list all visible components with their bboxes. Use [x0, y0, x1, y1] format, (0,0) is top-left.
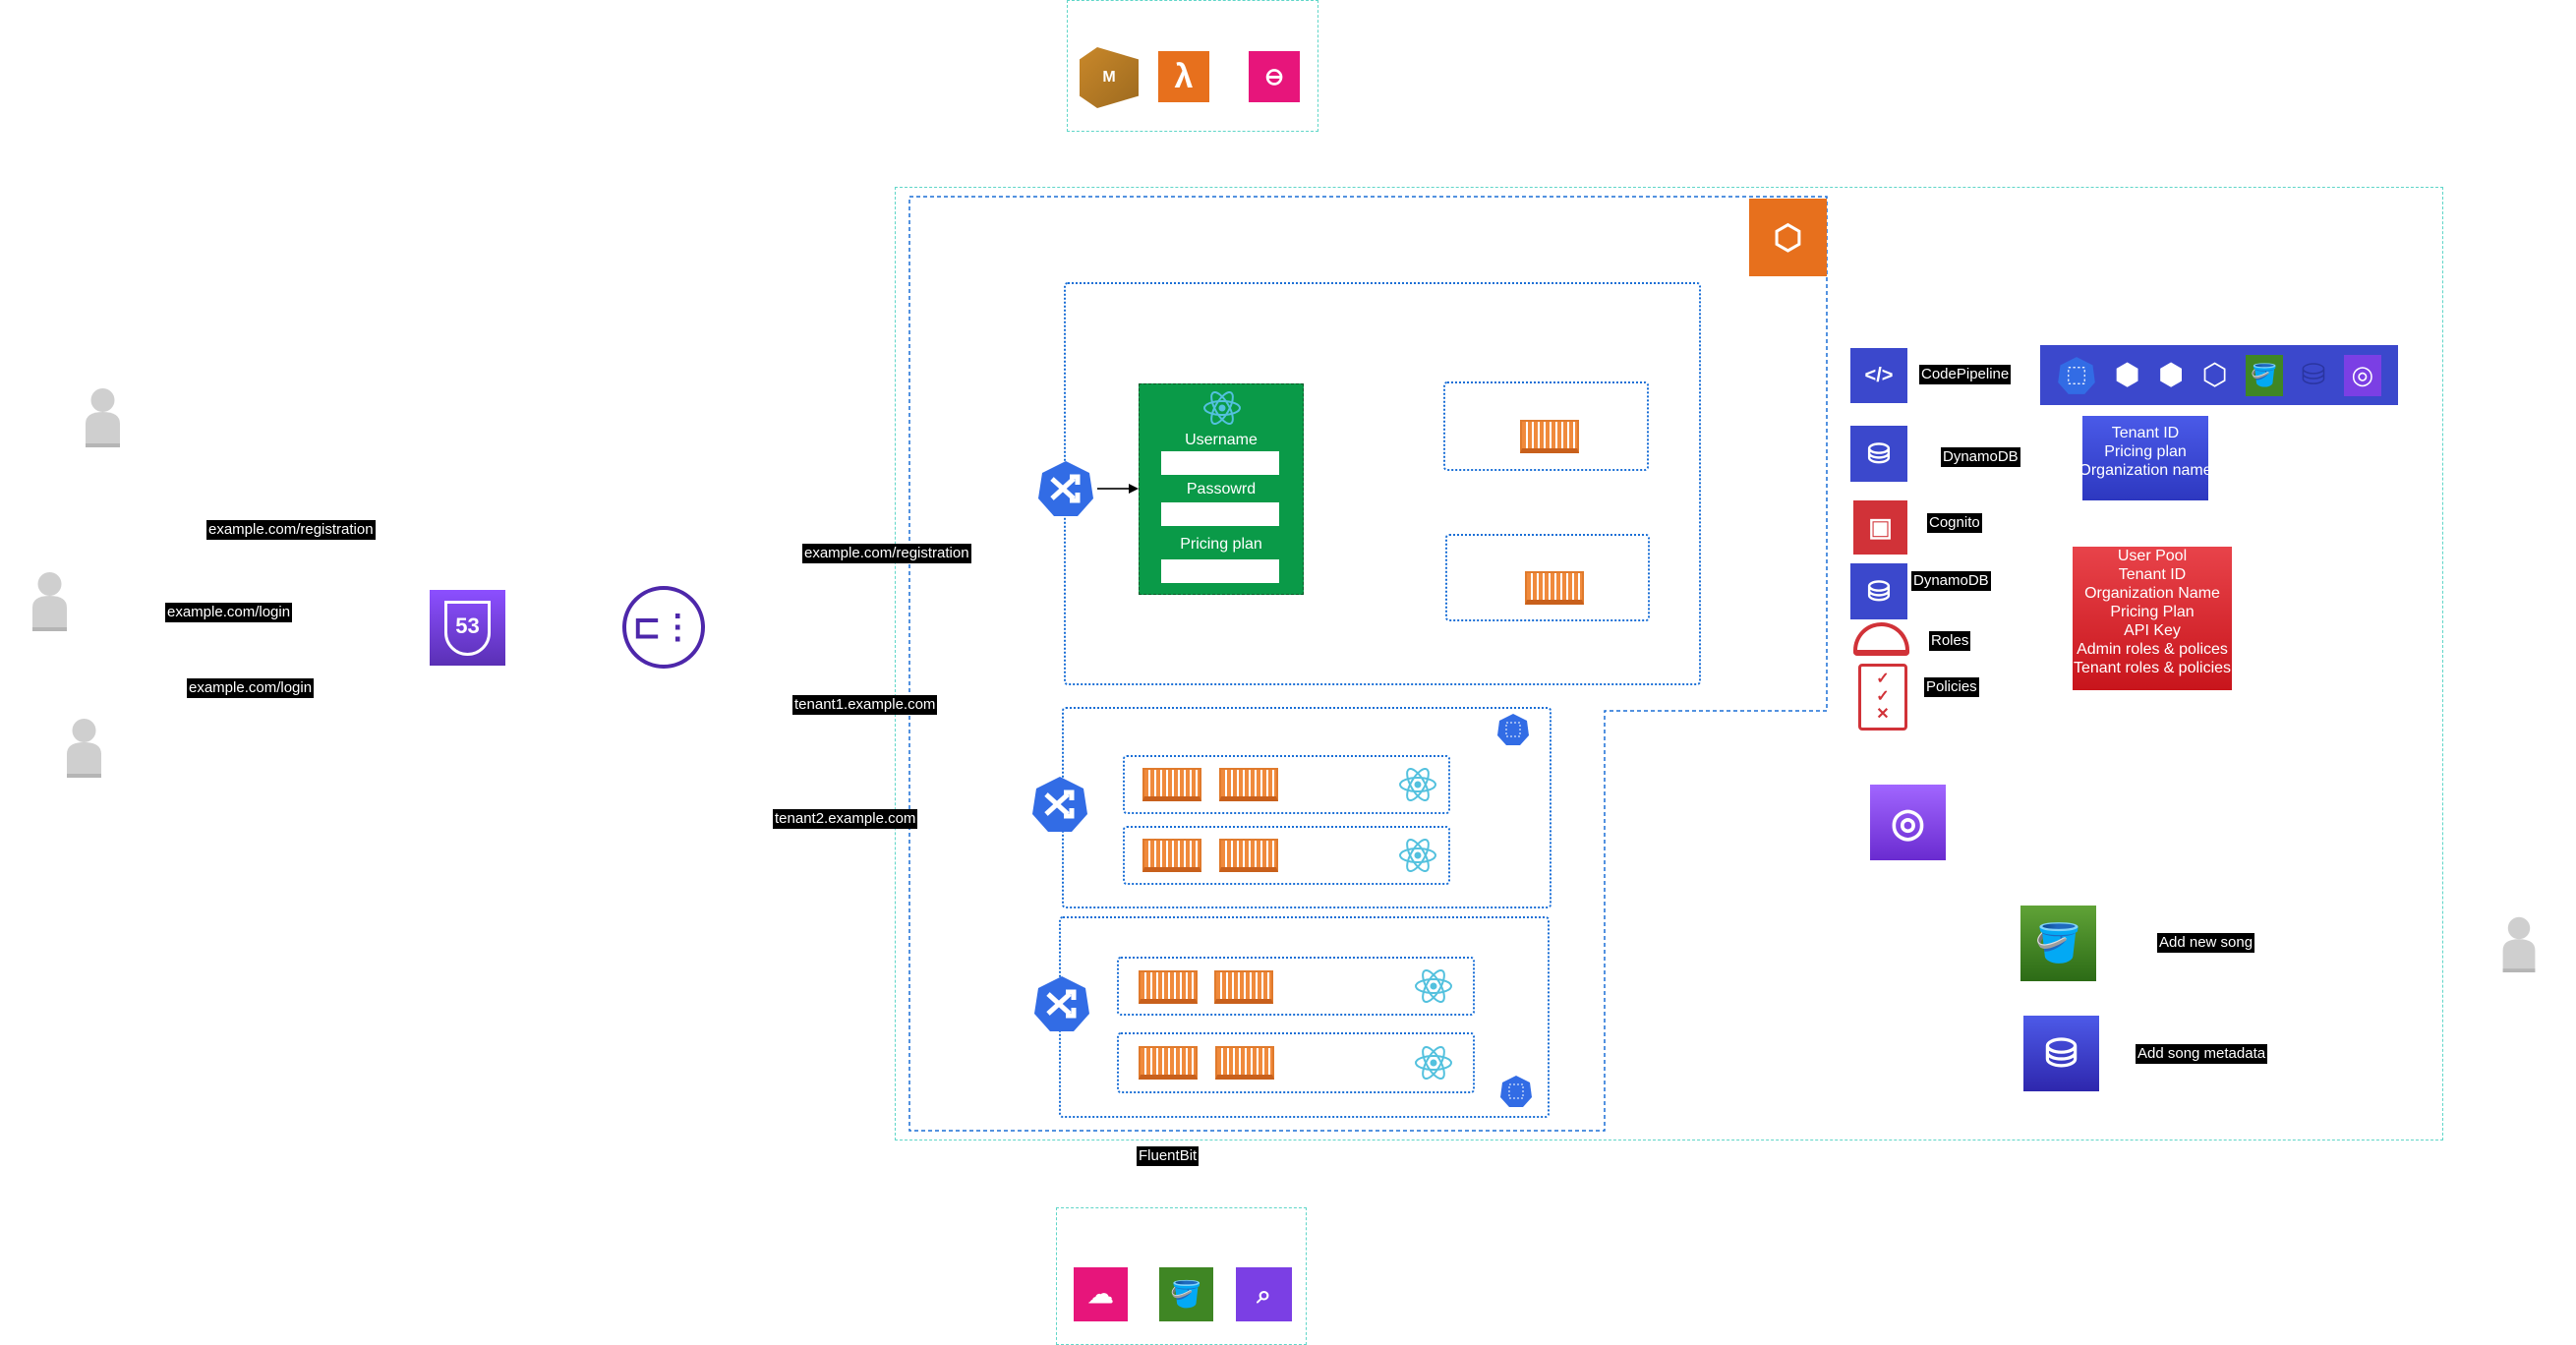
tenant2-lb-icon [1032, 974, 1091, 1033]
service-icon: ⬢ [2157, 359, 2185, 391]
pod-row [1123, 755, 1450, 814]
service-label: Roles [1929, 631, 1971, 651]
user-icon [2497, 911, 2541, 974]
react-icon [1398, 836, 1437, 875]
cognito-icon: ▣ [1853, 500, 1907, 555]
edge-label: example.com/login [187, 678, 315, 698]
container-icon [1214, 970, 1273, 1004]
eks-icon: ⬡ [1749, 199, 1827, 276]
node-icon [1496, 713, 1530, 746]
cloudfront-icon: ◎ [2343, 354, 2381, 396]
pool-field: Tenant roles & policies [2073, 660, 2232, 676]
s3-icon: 🪣 [2246, 354, 2284, 396]
react-icon [1414, 1043, 1453, 1082]
react-icon [1398, 765, 1437, 804]
elb-icon: ⊏⋮ [622, 586, 705, 669]
pricing-field[interactable] [1161, 559, 1279, 583]
user-icon [80, 384, 126, 447]
dynamodb-icon: ⛁ [2023, 1016, 2099, 1091]
step-functions-icon: ⊖ [1249, 51, 1300, 102]
tenant1-lb-icon [1030, 775, 1089, 834]
container-icon [1219, 839, 1278, 872]
node-icon [2057, 356, 2096, 395]
service-label: DynamoDB [1911, 571, 1991, 591]
container-icon [1219, 768, 1278, 801]
service-label: DynamoDB [1941, 447, 2020, 467]
edge-label: example.com/registration [206, 520, 376, 540]
dynamodb-icon: ⛁ [2301, 359, 2326, 391]
pool-field: Organization Name [2084, 585, 2220, 602]
iam-policy-icon: ✓✓✕ [1858, 664, 1907, 731]
react-icon [1202, 388, 1242, 428]
container-icon [1139, 970, 1198, 1004]
username-field[interactable] [1161, 451, 1279, 475]
pod-row [1117, 957, 1475, 1016]
lambda-icon: λ [1158, 51, 1209, 102]
password-label: Passowrd [1186, 481, 1257, 497]
service-label: Cognito [1927, 513, 1982, 533]
service-box [1445, 534, 1650, 621]
container-icon [1520, 420, 1579, 453]
s3-bucket-icon: 🪣 [2020, 906, 2096, 981]
ec2-icon: M [1080, 47, 1139, 108]
pod-icon: ⬢ [2114, 359, 2140, 391]
service-box [1443, 381, 1649, 471]
edge-label: tenant2.example.com [773, 809, 918, 829]
pod-row [1123, 826, 1450, 885]
pool-field: Tenant ID [2118, 566, 2187, 583]
tenant-record-box: Tenant ID Pricing plan Organization name [2078, 416, 2212, 500]
container-icon [1142, 839, 1201, 872]
container-icon [1139, 1046, 1198, 1080]
user-icon [27, 568, 73, 631]
provisioned-resources-banner: ⬢ ⬢ ⬡ 🪣 ⛁ ◎ [2040, 345, 2398, 405]
cloudwatch-icon: ☁ [1074, 1267, 1128, 1321]
cloudfront-icon: ◎ [1870, 785, 1946, 860]
s3-bucket-icon: 🪣 [1159, 1267, 1213, 1321]
route53-label: 53 [444, 600, 491, 656]
tenant-field: Tenant ID [2111, 425, 2180, 441]
edge-label: FluentBit [1137, 1146, 1200, 1166]
container-icon [1525, 571, 1584, 605]
pool-field: Pricing Plan [2110, 604, 2195, 620]
dynamodb-icon: ⛁ [1850, 563, 1907, 619]
container-icon [1142, 768, 1201, 801]
user-pool-box: User Pool Tenant ID Organization Name Pr… [2073, 547, 2232, 690]
dynamodb-icon: ⛁ [1850, 426, 1907, 482]
registration-form: Username Passowrd Pricing plan [1139, 383, 1304, 595]
ingress-lb-icon [1036, 459, 1095, 518]
password-field[interactable] [1161, 502, 1279, 526]
user-icon [61, 715, 107, 778]
route53-icon: 53 [430, 590, 505, 666]
secret-icon: ⬡ [2201, 359, 2228, 391]
pool-field: User Pool [2117, 548, 2188, 564]
node-icon [1499, 1075, 1533, 1108]
compute-services-group [1067, 0, 1318, 132]
service-label: Policies [1924, 677, 1979, 697]
container-icon [1215, 1046, 1274, 1080]
opensearch-icon: ⌕ [1236, 1267, 1292, 1321]
pool-field: Admin roles & polices [2077, 641, 2228, 658]
action-label: Add new song [2157, 933, 2255, 953]
tenant-field: Pricing plan [2104, 443, 2187, 460]
tenant-field: Organization name [2078, 462, 2212, 479]
react-icon [1414, 966, 1453, 1006]
pool-field: API Key [2124, 622, 2181, 639]
aws-cloud-boundary [895, 187, 2443, 1140]
edge-label: example.com/registration [802, 544, 971, 563]
pod-row [1117, 1032, 1475, 1093]
edge-label: tenant1.example.com [792, 695, 938, 715]
service-label: CodePipeline [1919, 365, 2012, 384]
codepipeline-icon: </> [1850, 348, 1907, 403]
action-label: Add song metadata [2136, 1044, 2268, 1064]
username-label: Username [1185, 432, 1258, 448]
edge-label: example.com/login [165, 603, 293, 622]
pricing-label: Pricing plan [1180, 536, 1262, 553]
